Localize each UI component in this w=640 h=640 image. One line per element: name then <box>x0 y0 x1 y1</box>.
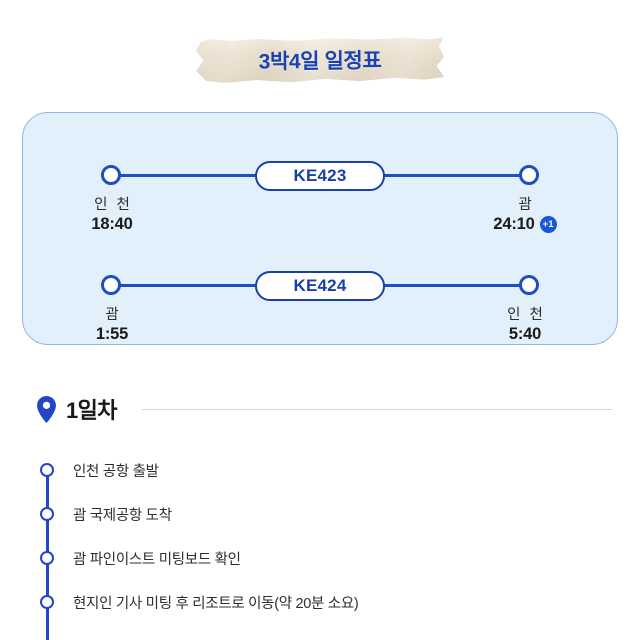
route-endpoint-arrival <box>519 165 539 185</box>
arrival-time-row: 5:40 <box>509 325 541 344</box>
list-item[interactable]: 인천 공항 출발 <box>40 459 159 481</box>
timeline-dot-icon <box>40 507 54 521</box>
arrival-time: 5:40 <box>508 325 542 343</box>
list-item[interactable]: 현지인 기사 미팅 후 리조트로 이동(약 20분 소요) <box>40 591 359 613</box>
tape-graphic: 3박4일 일정표 <box>196 37 444 84</box>
departure-time: 18:40 <box>91 215 133 233</box>
next-day-badge: +1 <box>539 216 557 233</box>
timeline-dot-icon <box>40 595 54 609</box>
flight-number-badge[interactable]: KE423 <box>255 161 385 191</box>
title-banner: 3박4일 일정표 <box>0 34 640 86</box>
timeline-item-label: 괌 파인이스트 미팅보드 확인 <box>73 551 241 568</box>
list-item[interactable]: 괌 국제공항 도착 <box>40 503 172 525</box>
arrival-time: 24:10 <box>493 215 535 233</box>
departure-city: 괌 <box>105 307 122 323</box>
day-heading-divider <box>141 408 612 410</box>
timeline-item-label: 인천 공항 출발 <box>73 463 159 480</box>
departure-station-return: 괌 1:55 <box>81 303 143 344</box>
location-pin-icon <box>37 395 56 423</box>
route-endpoint-departure <box>101 165 121 185</box>
departure-time: 1:55 <box>95 325 129 343</box>
departure-time-row: 1:55 <box>96 325 128 344</box>
route-endpoint-arrival <box>519 275 539 295</box>
arrival-station-outbound: 괌 24:10 +1 <box>477 193 573 234</box>
list-item[interactable]: 괌 파인이스트 미팅보드 확인 <box>40 547 241 569</box>
day-section-heading: 1일차 <box>36 392 618 426</box>
flight-number-badge[interactable]: KE424 <box>255 271 385 301</box>
departure-station-outbound: 인 천 18:40 <box>81 193 143 234</box>
flight-row-return: KE424 괌 1:55 인 천 5:40 <box>23 261 617 344</box>
flight-summary-card: KE423 인 천 18:40 괌 24:10 +1 <box>22 112 618 345</box>
page-title: 3박4일 일정표 <box>258 49 382 74</box>
departure-time-row: 18:40 <box>91 215 132 234</box>
route-graphic-return: KE424 <box>101 271 539 301</box>
route-endpoint-departure <box>101 275 121 295</box>
timeline-item-label: 괌 국제공항 도착 <box>73 507 172 524</box>
arrival-city: 인 천 <box>507 307 546 323</box>
flight-row-outbound: KE423 인 천 18:40 괌 24:10 +1 <box>23 151 617 234</box>
arrival-station-return: 인 천 5:40 <box>477 303 573 344</box>
timeline-dot-icon <box>40 463 54 477</box>
timeline-dot-icon <box>40 551 54 565</box>
arrival-time-row: 24:10 +1 <box>493 215 557 234</box>
arrival-city: 괌 <box>518 197 535 213</box>
departure-city: 인 천 <box>94 197 133 213</box>
route-graphic-outbound: KE423 <box>101 161 539 191</box>
day-timeline: 인천 공항 출발 괌 국제공항 도착 괌 파인이스트 미팅보드 확인 현지인 기… <box>40 455 600 640</box>
day-label: 1일차 <box>66 398 118 423</box>
timeline-item-label: 현지인 기사 미팅 후 리조트로 이동(약 20분 소요) <box>73 595 359 612</box>
